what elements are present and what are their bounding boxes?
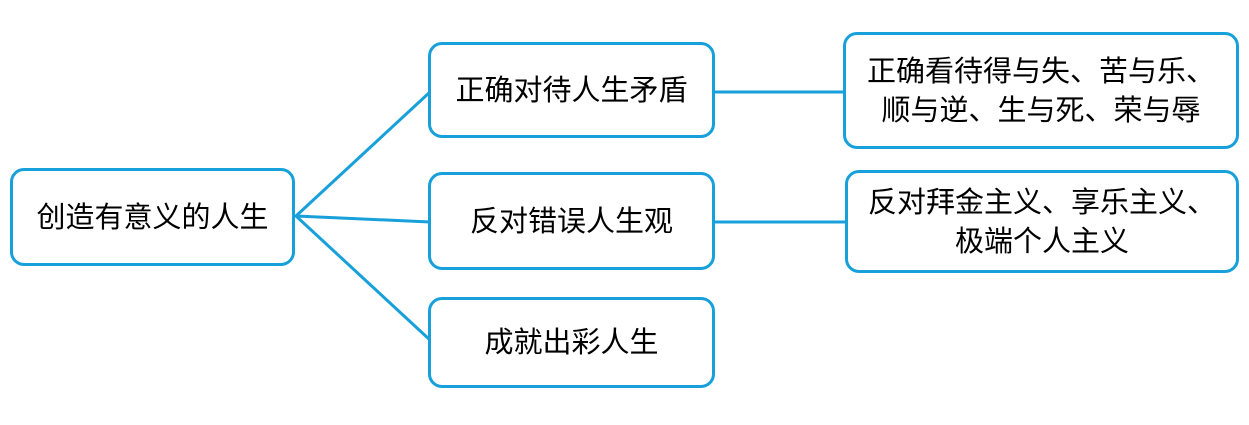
edge-root-to-branch-3	[294, 214, 432, 342]
node-root[interactable]: 创造有意义的人生	[10, 168, 295, 266]
node-branch-3-label: 成就出彩人生	[484, 325, 659, 360]
node-branch-3[interactable]: 成就出彩人生	[428, 297, 715, 388]
node-detail-1[interactable]: 正确看待得与失、苦与乐、 顺与逆、生与死、荣与辱	[843, 32, 1239, 149]
node-detail-1-label: 正确看待得与失、苦与乐、 顺与逆、生与死、荣与辱	[866, 54, 1215, 127]
node-branch-2-label: 反对错误人生观	[469, 203, 673, 238]
node-branch-1-label: 正确对待人生矛盾	[455, 72, 688, 107]
node-detail-2-label: 反对拜金主义、享乐主义、 极端个人主义	[867, 185, 1216, 258]
node-branch-2[interactable]: 反对错误人生观	[428, 172, 715, 270]
node-root-label: 创造有意义的人生	[36, 199, 269, 234]
node-detail-2[interactable]: 反对拜金主义、享乐主义、 极端个人主义	[845, 170, 1239, 273]
node-branch-1[interactable]: 正确对待人生矛盾	[428, 42, 715, 138]
edge-root-to-branch-1	[294, 90, 432, 218]
edge-root-to-branch-2	[294, 214, 432, 224]
